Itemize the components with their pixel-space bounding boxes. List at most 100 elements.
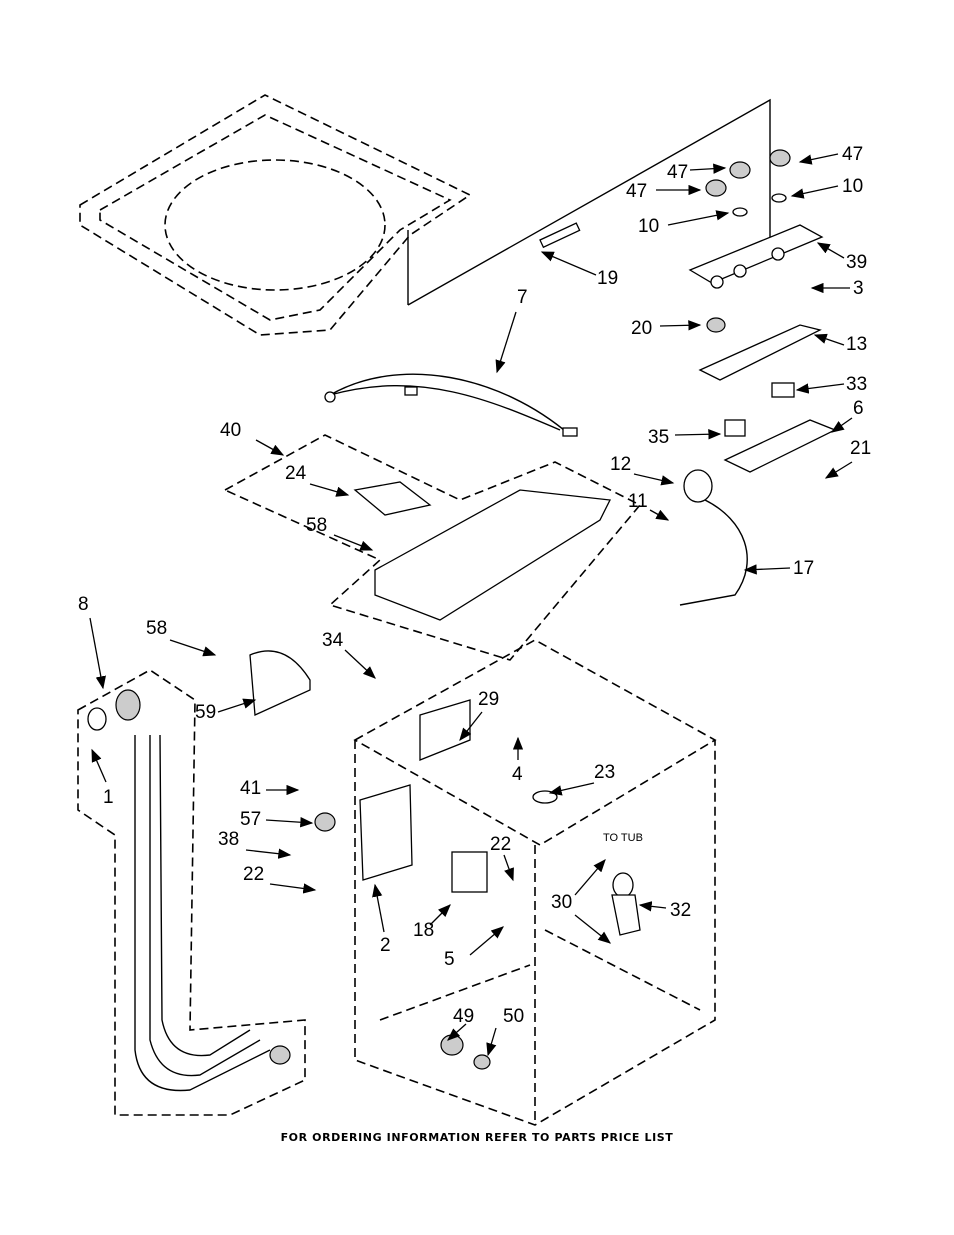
callout-label: 49 xyxy=(453,1006,474,1027)
callout-50: 50 xyxy=(486,1006,524,1057)
cabinet-outline xyxy=(249,639,717,1126)
leader-arrow xyxy=(503,854,514,882)
callout-label: 10 xyxy=(842,176,863,197)
callout-label: 21 xyxy=(850,438,871,459)
callout-label: 47 xyxy=(842,144,863,165)
callout-label: 58 xyxy=(306,515,327,536)
leader-arrow xyxy=(217,698,257,713)
callout-label: 40 xyxy=(220,420,241,441)
callout-label: 19 xyxy=(597,268,618,289)
callout-label: 47 xyxy=(626,181,647,202)
callout-6: 6 xyxy=(830,398,864,433)
callout-label: 22 xyxy=(490,834,511,855)
callout-label: 59 xyxy=(195,702,216,723)
leader-arrow xyxy=(667,210,730,226)
callout-29: 29 xyxy=(459,689,499,742)
callout-13: 13 xyxy=(813,333,867,355)
leader-arrow xyxy=(574,859,606,896)
leader-arrow xyxy=(309,483,350,497)
callout-47: 47 xyxy=(667,162,727,183)
leader-arrow xyxy=(344,649,376,679)
leader-arrow xyxy=(574,914,612,944)
leader-arrow xyxy=(469,926,504,956)
leader-arrow xyxy=(824,461,853,479)
callout-41: 41 xyxy=(240,778,300,799)
callout-59: 59 xyxy=(195,698,257,723)
callout-57: 57 xyxy=(240,809,314,830)
inlet-hoses xyxy=(77,669,306,1116)
leader-arrow xyxy=(649,509,670,521)
callout-label: 22 xyxy=(243,864,264,885)
callout-label: 10 xyxy=(638,216,659,237)
callout-21: 21 xyxy=(824,438,871,479)
callout-10: 10 xyxy=(638,210,730,237)
callout-4: 4 xyxy=(512,736,524,785)
callout-2: 2 xyxy=(372,883,391,956)
leader-arrow xyxy=(633,473,675,486)
callout-label: 12 xyxy=(610,454,631,475)
callout-label: 33 xyxy=(846,374,867,395)
callouts: 4747471010193932013733635211211402458178… xyxy=(78,144,871,1057)
leader-arrow xyxy=(265,817,314,828)
callout-1: 1 xyxy=(91,748,114,808)
leader-arrow xyxy=(790,185,839,199)
leader-arrow xyxy=(459,711,483,742)
callout-20: 20 xyxy=(631,318,702,339)
callout-label: 13 xyxy=(846,334,867,355)
leader-arrow xyxy=(269,883,317,894)
callout-label: 8 xyxy=(78,594,89,615)
leader-arrow xyxy=(540,251,597,276)
callout-label: 7 xyxy=(517,287,528,308)
callout-47: 47 xyxy=(626,181,702,202)
leader-arrow xyxy=(816,242,845,259)
callout-10: 10 xyxy=(790,176,863,199)
callout-24: 24 xyxy=(285,463,350,497)
callout-33: 33 xyxy=(795,374,867,395)
leader-arrow xyxy=(91,748,107,783)
callout-34: 34 xyxy=(322,630,376,679)
footer-note: FOR ORDERING INFORMATION REFER TO PARTS … xyxy=(280,1131,674,1144)
callout-39: 39 xyxy=(816,242,867,273)
callout-label: 30 xyxy=(551,892,572,913)
leader-arrow xyxy=(169,639,217,657)
callout-label: 29 xyxy=(478,689,499,710)
callout-label: 3 xyxy=(853,278,864,299)
callout-label: 41 xyxy=(240,778,261,799)
callout-label: 18 xyxy=(413,920,434,941)
callout-label: 34 xyxy=(322,630,344,651)
leader-arrow xyxy=(795,383,845,394)
callout-label: 2 xyxy=(380,935,391,956)
callout-label: 24 xyxy=(285,463,307,484)
callout-label: 57 xyxy=(240,809,261,830)
callout-32: 32 xyxy=(638,900,691,921)
leader-arrow xyxy=(830,417,853,433)
callout-label: 6 xyxy=(853,398,864,419)
callout-58: 58 xyxy=(146,618,217,657)
callout-30: 30 xyxy=(551,859,612,944)
callout-label: 39 xyxy=(846,252,867,273)
leader-arrow xyxy=(674,429,722,440)
callout-8: 8 xyxy=(78,594,106,690)
leader-arrow xyxy=(813,333,845,346)
leader-arrow xyxy=(255,439,285,456)
leader-arrow xyxy=(798,153,839,165)
callout-label: 58 xyxy=(146,618,167,639)
leader-arrow xyxy=(486,1027,497,1057)
callout-5: 5 xyxy=(444,926,504,970)
callout-3: 3 xyxy=(810,278,864,299)
callout-label: 1 xyxy=(103,787,114,808)
callout-17: 17 xyxy=(743,558,814,579)
callout-label: 4 xyxy=(512,764,523,785)
leader-arrow xyxy=(89,617,106,690)
callout-7: 7 xyxy=(495,287,528,374)
callout-18: 18 xyxy=(413,904,451,941)
callout-label: 20 xyxy=(631,318,652,339)
callout-label: 50 xyxy=(503,1006,524,1027)
callout-label: 32 xyxy=(670,900,691,921)
leader-arrow xyxy=(638,901,667,912)
callout-38: 38 xyxy=(218,829,292,859)
callout-35: 35 xyxy=(648,427,722,448)
leader-arrow xyxy=(659,320,702,331)
to-tub-label: TO TUB xyxy=(603,832,643,844)
